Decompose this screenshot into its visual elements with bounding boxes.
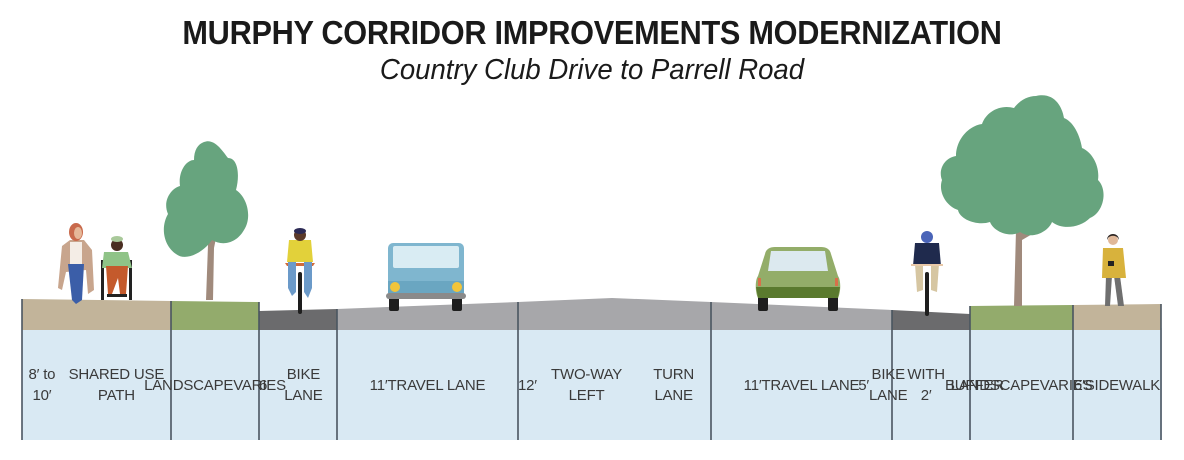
diagram-title: MURPHY CORRIDOR IMPROVEMENTS MODERNIZATI… bbox=[182, 14, 1002, 51]
segment-width: 11′ bbox=[743, 376, 762, 394]
bike-lane-left-surface bbox=[259, 309, 337, 330]
segment-dividers bbox=[21, 299, 1162, 440]
van-icon bbox=[386, 243, 466, 311]
cyclist-right-icon bbox=[911, 231, 943, 316]
segment-name: WITH 2′ bbox=[907, 366, 945, 404]
segment-label-two-way-left-turn-lane: 12′ TWO-WAY LEFT TURN LANE bbox=[518, 330, 711, 440]
segment-label-sidewalk: 6′ SIDEWALK bbox=[1073, 330, 1161, 440]
segment-name: TWO-WAY LEFT bbox=[551, 366, 623, 404]
sidewalk-surface bbox=[1073, 304, 1161, 330]
tree-right-icon bbox=[940, 95, 1104, 306]
segment-name: BIKE LANE bbox=[284, 366, 323, 404]
segment-label-shared-use-path: 8′ to 10′ SHARED USE PATH bbox=[22, 330, 171, 440]
landscape-left-surface bbox=[171, 301, 259, 330]
segment-label-bike-lane-left: 6′ BIKE LANE bbox=[259, 330, 337, 440]
cyclist-left-icon bbox=[285, 228, 315, 314]
segment-name: BIKE LANE bbox=[869, 366, 908, 404]
bike-lane-right-surface bbox=[892, 310, 970, 330]
segment-width: 6′ bbox=[259, 376, 270, 394]
segment-label-travel-lane-left: 11′ TRAVEL LANE bbox=[337, 330, 518, 440]
segment-name: LANDSCAPE bbox=[144, 376, 234, 394]
shared-use-path-surface bbox=[22, 299, 171, 330]
segment-name: SHARED USE PATH bbox=[68, 366, 165, 404]
pedestrian-woman-icon bbox=[58, 223, 94, 304]
pedestrian-woman-bag-icon bbox=[1102, 234, 1126, 306]
segment-label-landscape-right: LANDSCAPE VARIES bbox=[951, 330, 1093, 440]
segment-width: 5′ bbox=[858, 376, 870, 394]
segment-width: 11′ bbox=[369, 376, 388, 394]
segment-name: TRAVEL LANE bbox=[761, 376, 860, 394]
segment-name: BUFFER bbox=[944, 376, 1004, 394]
segment-label-travel-lane-right: 11′ TRAVEL LANE bbox=[711, 330, 892, 440]
segment-width: 8′ to 10′ bbox=[28, 366, 56, 404]
segment-width: 12′ bbox=[518, 376, 537, 394]
segment-label-landscape-left: LANDSCAPE VARIES bbox=[144, 330, 286, 440]
segment-width: 6′ bbox=[1073, 376, 1085, 394]
segment-name: TRAVEL LANE bbox=[387, 376, 486, 394]
segment-name: VARIES bbox=[1039, 376, 1093, 394]
segment-name: TURN LANE bbox=[653, 366, 695, 404]
segment-label-bike-lane-right: 5′ BIKE LANE WITH 2′ BUFFER bbox=[858, 330, 1004, 440]
car-icon bbox=[755, 247, 841, 311]
tree-left-icon bbox=[163, 141, 249, 300]
label-panel bbox=[22, 328, 1162, 440]
roadway-surface bbox=[337, 298, 892, 330]
segment-name: VARIES bbox=[233, 376, 286, 394]
diagram-subtitle: Country Club Drive to Parrell Road bbox=[379, 54, 805, 86]
segment-name: SIDEWALK bbox=[1084, 376, 1161, 394]
segment-name: LANDSCAPE bbox=[950, 376, 1040, 394]
wheelchair-user-icon bbox=[101, 236, 132, 300]
landscape-right-surface bbox=[970, 305, 1073, 330]
